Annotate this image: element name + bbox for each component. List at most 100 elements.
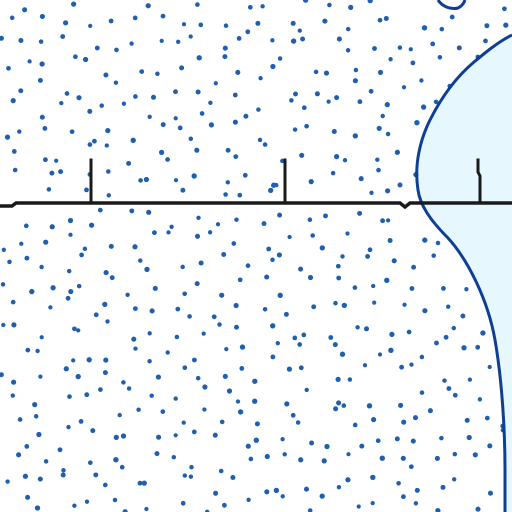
marsh-dot [287, 234, 292, 240]
marsh-dot [86, 357, 92, 363]
marsh-dot [138, 178, 143, 183]
marsh-dot [234, 217, 239, 222]
marsh-dot [300, 36, 306, 42]
marsh-dot [7, 259, 12, 265]
marsh-dot [93, 312, 99, 318]
marsh-dot [39, 335, 44, 340]
marsh-dot [339, 351, 346, 357]
marsh-dot [198, 22, 204, 28]
marsh-dot [419, 390, 425, 395]
marsh-dot [330, 170, 336, 176]
marsh-dot [151, 230, 157, 236]
marsh-dot [375, 438, 381, 444]
marsh-dot [443, 334, 449, 340]
marsh-dot [93, 472, 99, 478]
marsh-dot [413, 501, 419, 506]
marsh-dot [446, 386, 452, 391]
marsh-dot [113, 434, 119, 441]
marsh-dot [39, 13, 45, 19]
marsh-dot [308, 178, 314, 185]
marsh-dot [103, 72, 109, 78]
marsh-dot [131, 336, 137, 342]
marsh-dot [435, 240, 441, 246]
marsh-dot [340, 254, 345, 259]
marsh-dot [408, 464, 414, 470]
marsh-dot [201, 331, 206, 336]
marsh-dot [174, 334, 180, 340]
marsh-dot [401, 494, 406, 500]
marsh-dot [363, 326, 370, 332]
marsh-dot [356, 504, 361, 509]
marsh-dot [270, 323, 276, 329]
marsh-dot [82, 246, 88, 252]
marsh-dot [301, 105, 307, 111]
marsh-dot [158, 149, 165, 156]
marsh-dot [1, 247, 6, 252]
marsh-dot [368, 88, 374, 94]
marsh-dot [332, 342, 338, 348]
marsh-dot [122, 509, 128, 512]
marsh-dot [63, 366, 69, 372]
marsh-dot [69, 129, 75, 135]
marsh-dot [461, 345, 467, 351]
marsh-dot [385, 218, 391, 223]
marsh-dot [335, 376, 341, 382]
marsh-dot [352, 285, 358, 290]
marsh-dot [108, 243, 114, 249]
marsh-dot [176, 39, 181, 44]
marsh-dot [327, 2, 332, 8]
marsh-dot [414, 487, 420, 493]
marsh-dot [299, 152, 305, 158]
marsh-dot [106, 169, 111, 174]
marsh-dot [188, 474, 194, 479]
marsh-dot [179, 65, 185, 71]
marsh-dot [37, 476, 43, 482]
marsh-dot [371, 283, 376, 289]
marsh-dot [207, 230, 213, 235]
marsh-dot [19, 241, 24, 246]
marsh-dot [88, 222, 95, 228]
marsh-dot [113, 457, 119, 463]
marsh-dot [126, 386, 132, 391]
marsh-dot [248, 456, 254, 462]
marsh-dot [297, 342, 303, 347]
marsh-dot [234, 324, 239, 330]
boundary-line [0, 158, 512, 210]
marsh-dot [217, 322, 222, 327]
marsh-dot [39, 61, 45, 67]
marsh-dot [65, 295, 71, 301]
marsh-dot [38, 374, 43, 379]
marsh-dot [502, 6, 507, 12]
marsh-dot [419, 78, 424, 83]
marsh-dot [439, 26, 445, 32]
marsh-dot [503, 22, 509, 28]
marsh-dot [84, 499, 90, 504]
marsh-dot [232, 92, 238, 98]
marsh-dot [387, 238, 393, 243]
marsh-dot [464, 287, 469, 292]
marsh-dot [10, 393, 16, 398]
marsh-dot [191, 357, 197, 363]
marsh-dot [257, 137, 263, 143]
marsh-dot [336, 485, 342, 490]
marsh-dot [46, 187, 52, 192]
marsh-dot [264, 453, 270, 460]
marsh-dot [377, 352, 383, 357]
marsh-dot [102, 370, 108, 376]
marsh-dot [113, 80, 119, 85]
marsh-dot [377, 69, 384, 75]
marsh-dot [129, 41, 134, 46]
marsh-dot [22, 7, 28, 13]
marsh-dot [173, 178, 179, 183]
marsh-dot [264, 489, 270, 495]
marsh-dot [357, 99, 363, 105]
marsh-dot [38, 39, 44, 44]
marsh-dot [334, 95, 340, 101]
marsh-dot [60, 34, 66, 39]
marsh-dot [208, 122, 214, 128]
marsh-dot [345, 26, 351, 32]
marsh-dot [487, 364, 492, 370]
marsh-dot [389, 331, 395, 338]
marsh-dot [464, 417, 470, 423]
marsh-dot [370, 500, 375, 506]
